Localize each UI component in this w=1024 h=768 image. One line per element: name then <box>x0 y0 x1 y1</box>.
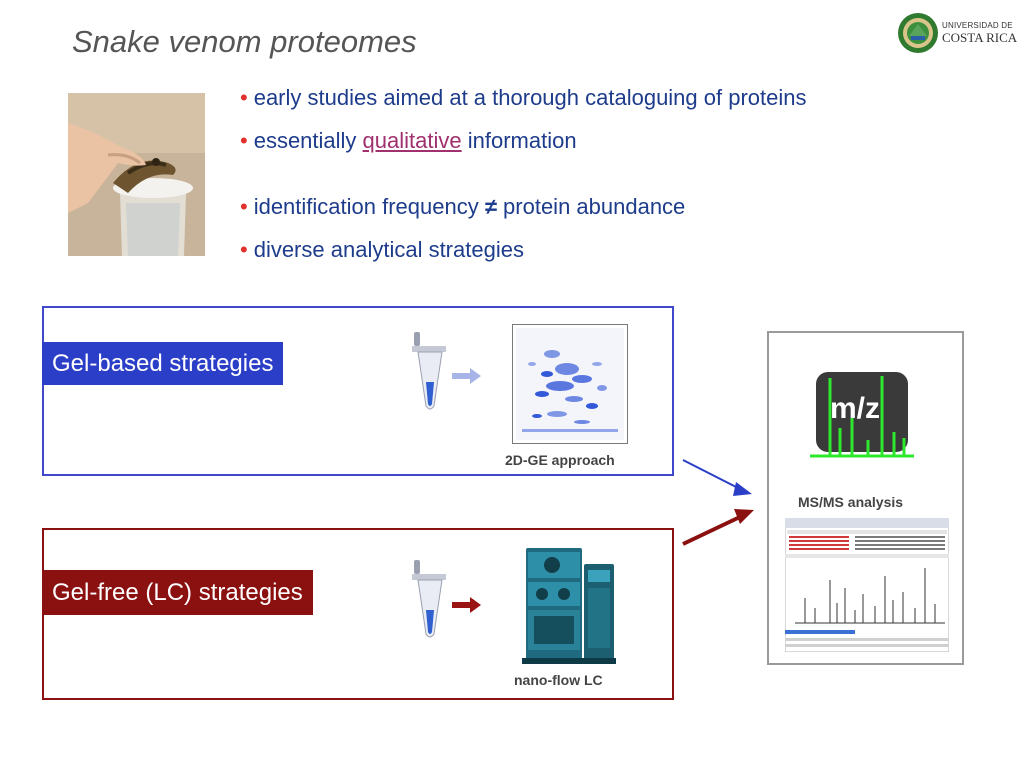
bullet-text-pre: essentially <box>253 128 363 153</box>
sample-tube-icon <box>412 332 446 410</box>
ms-software-screenshot <box>785 518 949 652</box>
bullet-dot: • <box>240 128 248 153</box>
nano-lc-instrument-image <box>522 548 616 664</box>
slide-title: Snake venom proteomes <box>72 24 417 59</box>
logo-line1: UNIVERSIDAD DE <box>942 21 1013 30</box>
bullet-cataloguing: •early studies aimed at a thorough catal… <box>240 85 807 111</box>
connector-arrows <box>682 459 754 546</box>
bullet-qualitative: •essentially qualitative information <box>240 128 577 154</box>
bullet-text: diverse analytical strategies <box>253 237 524 262</box>
bullet-analytical-strategies: •diverse analytical strategies <box>240 237 524 263</box>
bullet-text: early studies aimed at a thorough catalo… <box>253 85 807 110</box>
snake-milking-photo <box>68 93 205 256</box>
bullet-dot: • <box>240 85 248 110</box>
nano-lc-caption: nano-flow LC <box>514 672 603 688</box>
not-equal-symbol: ≠ <box>484 194 497 219</box>
bullet-identification-frequency: •identification frequency ≠ protein abun… <box>240 194 685 220</box>
mass-spectrum-icon <box>810 372 914 458</box>
bullet-text-post: information <box>461 128 577 153</box>
arrow-right-icon <box>452 368 481 384</box>
gel-based-label: Gel-based strategies <box>42 342 284 385</box>
arrow-right-icon <box>452 597 481 613</box>
logo-line2: COSTA RICA <box>942 30 1018 45</box>
bullet-dot: • <box>240 194 248 219</box>
ms-ms-caption: MS/MS analysis <box>798 494 904 510</box>
2d-ge-caption: 2D-GE approach <box>505 452 615 468</box>
mz-icon-text: m/z <box>830 392 881 425</box>
gel-based-panel <box>42 306 674 476</box>
bullet-dot: • <box>240 237 248 262</box>
university-seal-icon <box>898 13 938 53</box>
gel-free-label: Gel-free (LC) strategies <box>42 570 313 615</box>
bullet-text-pre: identification frequency <box>253 194 485 219</box>
bullet-text-post: protein abundance <box>496 194 686 219</box>
qualitative-link[interactable]: qualitative <box>362 128 462 153</box>
2d-gel-image <box>512 324 628 444</box>
sample-tube-icon <box>412 560 446 638</box>
